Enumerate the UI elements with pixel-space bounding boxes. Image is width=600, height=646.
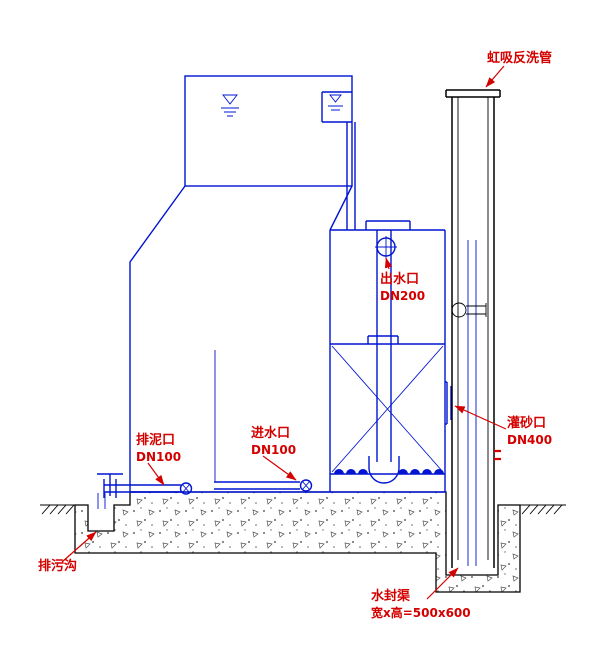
label-inlet-dn: DN100 [251, 443, 296, 457]
ground-hatch-right [521, 504, 563, 515]
inlet-pipe [214, 481, 300, 490]
siphon-column [445, 89, 501, 568]
label-outlet-dn: DN200 [380, 289, 425, 303]
dome-strainers [334, 469, 444, 474]
inlet-pipe-end-cap [299, 479, 313, 492]
label-mud-port: 排泥口 [136, 432, 175, 448]
ground-hatch-left [41, 504, 75, 515]
body-right-slope [329, 185, 353, 231]
weir-downpipe [346, 122, 356, 230]
label-mud-dn: DN100 [136, 450, 181, 464]
water-level-symbol [221, 94, 239, 117]
outlet-port-symbol [375, 236, 397, 258]
leader-siphon [485, 65, 505, 88]
mud-valve [97, 473, 123, 509]
label-water-seal-size: 宽x高=500x600 [370, 605, 471, 620]
tank-outline [184, 75, 353, 187]
leader-ditch [61, 531, 97, 563]
top-plate-flange [365, 220, 411, 230]
leader-outlet [384, 257, 393, 270]
center-pipe [376, 230, 392, 462]
bottom-pipes [97, 473, 313, 509]
label-sand-dn: DN400 [507, 433, 552, 447]
column-red-marks [494, 449, 501, 461]
body-left-wall [129, 185, 186, 492]
label-sand-port: 灌砂口 [507, 415, 546, 431]
leader-seal [426, 567, 459, 600]
column-outer-walls [451, 97, 495, 568]
water-level-symbol-small [328, 94, 343, 111]
siphon-cup [368, 456, 400, 484]
column-inner-walls [457, 97, 489, 560]
label-outlet: 出水口 [380, 271, 419, 287]
backwash-storage-tank [184, 75, 353, 187]
chamber-walls [329, 230, 446, 492]
annotation-labels: 虹吸反洗管 出水口 DN200 排泥口 DN100 进水口 DN100 灌砂口 … [38, 50, 552, 620]
filter-chamber [329, 220, 452, 492]
label-water-seal: 水封渠 [371, 588, 411, 604]
leader-lines [61, 65, 507, 600]
leader-sand [454, 405, 507, 430]
concrete-cross-section [74, 491, 521, 593]
foundation-concrete [40, 491, 566, 593]
mud-pipe [104, 484, 181, 493]
leader-mud [147, 462, 165, 486]
mud-pipe-end-cap [179, 482, 193, 495]
sand-port-flange [445, 381, 452, 425]
label-siphon-backwash: 虹吸反洗管 [487, 50, 552, 66]
weir-box [321, 91, 352, 123]
label-sewer-ditch: 排污沟 [38, 558, 77, 574]
cross-brace [331, 345, 444, 473]
column-inner-pipe [467, 240, 477, 566]
center-pipe-flange [367, 335, 399, 344]
label-inlet: 进水口 [251, 425, 290, 441]
column-side-port [451, 302, 487, 318]
leader-inlet [262, 455, 297, 481]
column-top-flange [445, 89, 501, 98]
